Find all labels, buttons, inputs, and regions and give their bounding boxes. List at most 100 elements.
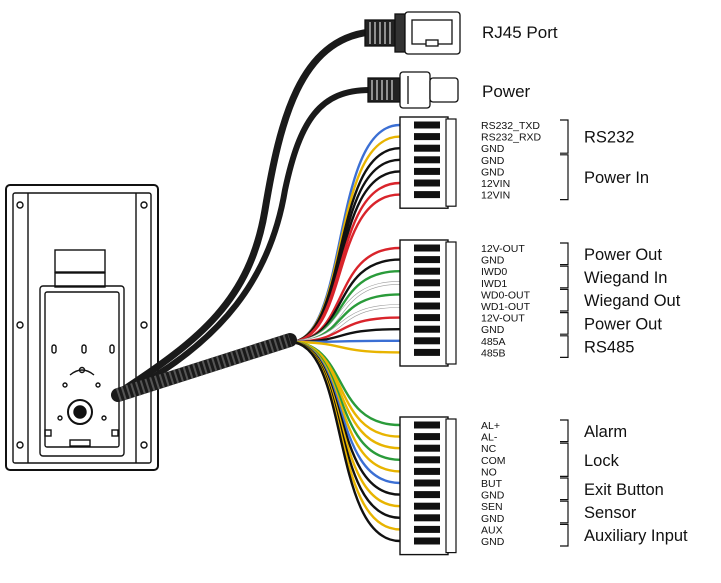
group-bracket [560, 265, 569, 289]
wire [289, 340, 401, 543]
group-label: RS232 [584, 129, 634, 147]
pin-label: GND [481, 166, 505, 178]
group-label: Power Out [584, 315, 662, 333]
terminal-pin [414, 279, 440, 287]
braided-sleeve [111, 333, 297, 402]
terminal-pin [414, 133, 440, 141]
group-bracket [560, 119, 569, 154]
pin-label: GND [481, 255, 505, 267]
group-bracket [560, 312, 569, 335]
terminal-pin [414, 244, 440, 252]
pin-label: GND [481, 324, 505, 336]
terminal-pin [414, 433, 440, 441]
terminal-pin [414, 525, 440, 533]
pin-label: 485A [481, 336, 506, 348]
terminal-block-latch [445, 418, 457, 554]
main-cables [116, 28, 374, 396]
group-bracket [560, 442, 569, 477]
group-label: Wiegand In [584, 269, 667, 287]
terminal-pin [414, 267, 440, 275]
terminal-pin [414, 256, 440, 264]
terminal-pin [414, 514, 440, 522]
pin-label: COM [481, 455, 506, 467]
terminal-pin [414, 191, 440, 199]
wire [289, 340, 401, 354]
wire-bundle [289, 123, 401, 543]
pin-label: 12VIN [481, 178, 510, 190]
power-port-label: Power [482, 82, 531, 101]
terminal-pin [414, 156, 440, 164]
terminal-pin [414, 325, 440, 333]
terminal-pin [414, 179, 440, 187]
pin-label: GND [481, 536, 505, 548]
group-bracket [560, 477, 569, 501]
wire [289, 193, 401, 344]
terminal-pin [414, 421, 440, 429]
pin-label: 12V-OUT [481, 243, 525, 255]
group-bracket [560, 242, 569, 266]
terminal-pin [414, 348, 440, 356]
terminal-pin [414, 314, 440, 322]
group-bracket [560, 154, 569, 201]
pin-label: WD0-OUT [481, 289, 531, 301]
group-bracket [560, 419, 569, 443]
terminal-pin [414, 444, 440, 452]
group-bracket [560, 523, 569, 547]
terminal-pin [414, 479, 440, 487]
pin-label: NC [481, 443, 497, 455]
wire [289, 281, 401, 344]
pin-label: WD1-OUT [481, 301, 531, 313]
group-bracket [560, 288, 569, 312]
terminal-pin [414, 121, 440, 129]
pin-label: IWD1 [481, 278, 507, 290]
terminal-pin [414, 456, 440, 464]
pin-label: RS232_RXD [481, 132, 542, 144]
group-bracket [560, 500, 569, 524]
terminal-pin [414, 537, 440, 545]
terminal-pin [414, 491, 440, 499]
terminal-pin [414, 337, 440, 345]
pin-label: AUX [481, 524, 503, 536]
group-label: Alarm [584, 423, 627, 441]
pin-label: GND [481, 143, 505, 155]
terminal-pin [414, 467, 440, 475]
terminal-pin [414, 302, 440, 310]
pin-label: BUT [481, 478, 503, 490]
group-label: Sensor [584, 504, 637, 522]
rj45-connector [364, 11, 461, 55]
pin-label: 12V-OUT [481, 313, 525, 325]
pin-label: AL- [481, 432, 498, 444]
pin-label: RS232_TXD [481, 120, 540, 132]
pin-label: AL+ [481, 420, 500, 432]
device-rear-view [5, 184, 159, 471]
terminal-pin [414, 502, 440, 510]
terminal-block-latch [445, 118, 457, 207]
group-label: Lock [584, 452, 620, 470]
wire-outline [289, 281, 401, 344]
terminal-pin [414, 144, 440, 152]
group-label: Wiegand Out [584, 292, 681, 310]
group-label: Power Out [584, 246, 662, 264]
pin-label: GND [481, 513, 505, 525]
group-label: Exit Button [584, 481, 664, 499]
power-connector [367, 71, 459, 109]
pin-label: SEN [481, 501, 503, 513]
terminal-pin [414, 290, 440, 298]
pin-label: NO [481, 466, 497, 478]
group-label: RS485 [584, 339, 634, 357]
pin-label: GND [481, 155, 505, 167]
pin-label: IWD0 [481, 266, 507, 278]
pin-label: GND [481, 490, 505, 502]
terminal-block-latch [445, 241, 457, 365]
pin-label: 12VIN [481, 190, 510, 202]
terminal-blocks [399, 116, 457, 556]
rj45-port-label: RJ45 Port [482, 23, 558, 42]
group-label: Auxiliary Input [584, 527, 688, 545]
pin-label: 485B [481, 347, 506, 359]
pin-labels: RS232_TXDRS232_RXDGNDRS232GNDGND12VIN12V… [481, 119, 688, 548]
terminal-pin [414, 167, 440, 175]
group-bracket [560, 335, 569, 358]
group-label: Power In [584, 169, 649, 187]
